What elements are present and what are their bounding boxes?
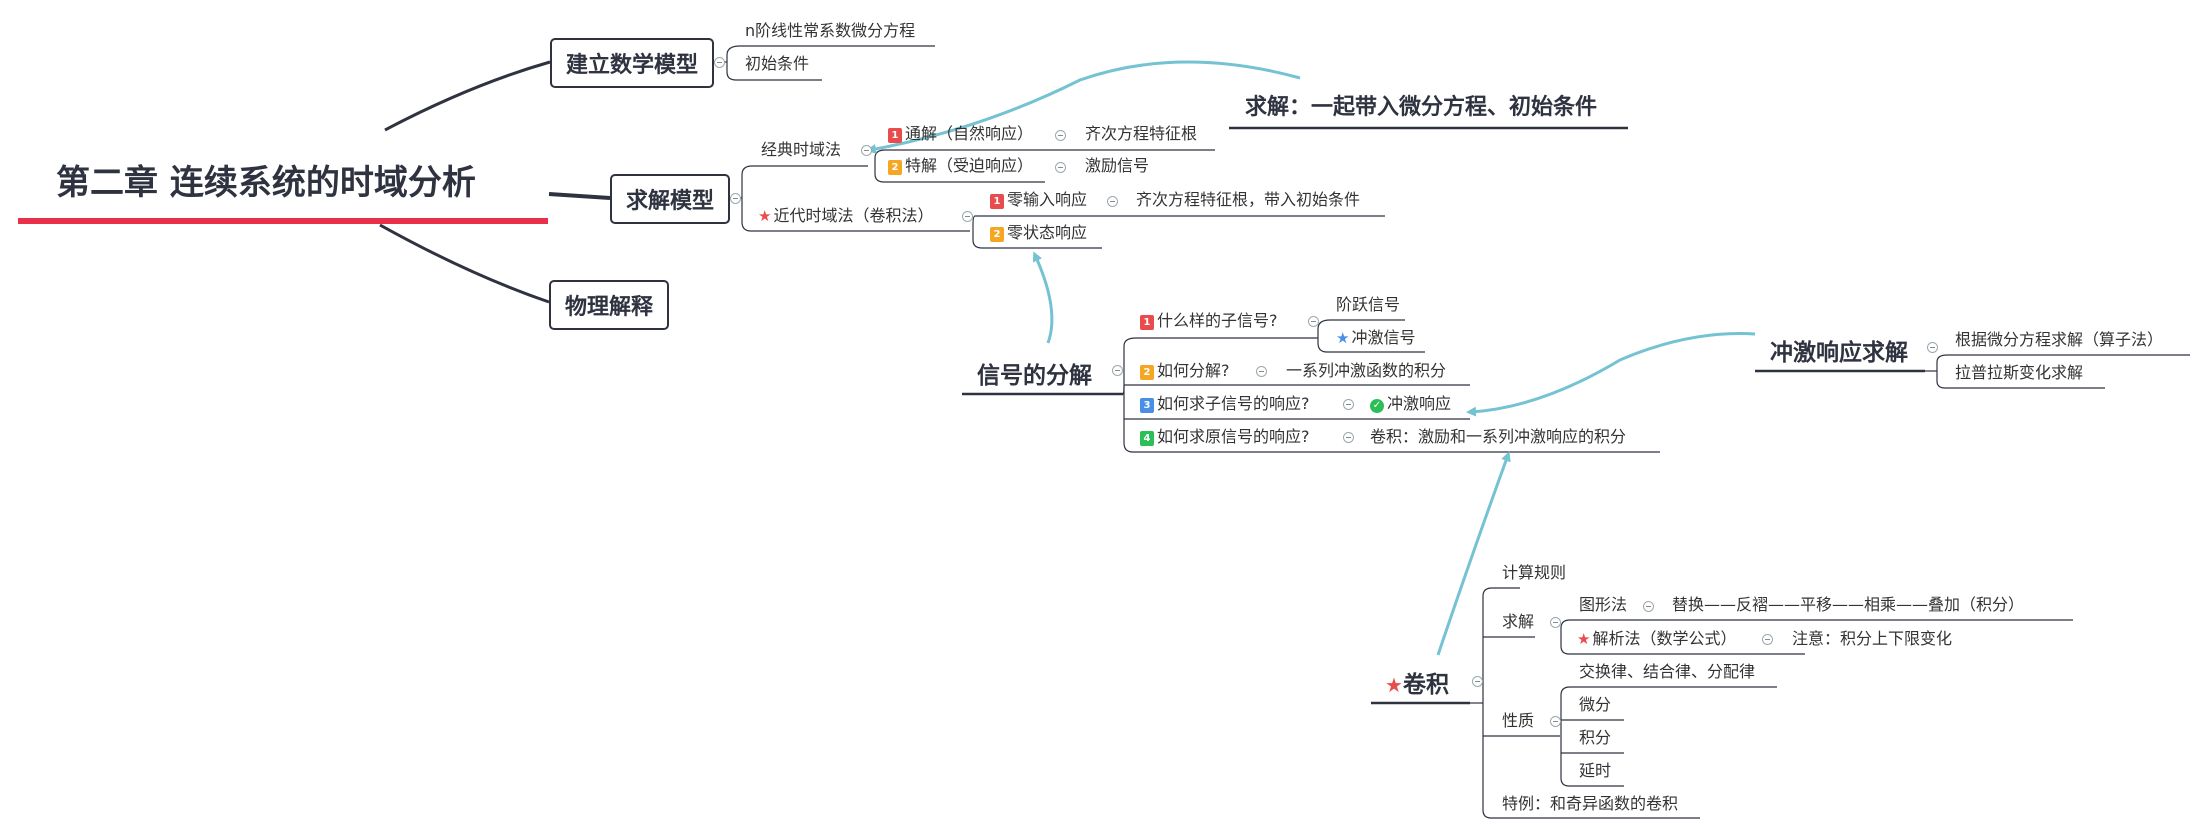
node-classic-method[interactable]: 经典时域法	[761, 140, 842, 159]
relation-conv-to-integral	[1436, 451, 1511, 656]
collapse-icon[interactable]	[1472, 676, 1483, 687]
node-differential-equation[interactable]: n阶线性常系数微分方程	[745, 21, 916, 40]
priority-1-icon: 1	[1140, 315, 1154, 330]
collapse-icon[interactable]	[1550, 716, 1561, 727]
node-special-case[interactable]: 特例：和奇异函数的卷积	[1502, 794, 1679, 813]
node-calc-rules[interactable]: 计算规则	[1502, 563, 1567, 582]
priority-1-icon: 1	[990, 194, 1004, 209]
collapse-icon[interactable]	[1762, 634, 1773, 645]
collapse-icon[interactable]	[1107, 196, 1118, 207]
star-icon: ★	[1577, 630, 1591, 648]
label: 特解（受迫响应）	[905, 156, 1034, 175]
floating-signal-decomposition[interactable]: 信号的分解	[977, 363, 1092, 389]
node-step-signal[interactable]: 阶跃信号	[1336, 295, 1401, 314]
label: 如何分解?	[1157, 361, 1230, 380]
node-integral-limits[interactable]: 注意：积分上下限变化	[1792, 629, 1953, 648]
priority-4-icon: 4	[1140, 431, 1154, 446]
priority-2-icon: 2	[888, 160, 902, 175]
collapse-icon[interactable]	[1112, 365, 1123, 376]
collapse-icon[interactable]	[730, 193, 741, 204]
collapse-icon[interactable]	[714, 57, 725, 68]
node-delay[interactable]: 延时	[1579, 761, 1612, 780]
collapse-icon[interactable]	[1343, 432, 1354, 443]
node-modern-method[interactable]: ★近代时域法（卷积法）	[758, 205, 933, 227]
collapse-icon[interactable]	[1055, 130, 1066, 141]
label: 近代时域法（卷积法）	[773, 206, 934, 225]
node-properties[interactable]: 性质	[1502, 711, 1535, 730]
label: 零输入响应	[1007, 190, 1088, 209]
root-to-physics-line	[379, 223, 550, 304]
branch-solve-model[interactable]: 求解模型	[610, 174, 730, 224]
priority-3-icon: 3	[1140, 398, 1154, 413]
priority-2-icon: 2	[1140, 365, 1154, 380]
node-graphic-method[interactable]: 图形法	[1579, 595, 1628, 614]
star-icon: ★	[758, 207, 772, 225]
collapse-icon[interactable]	[1643, 601, 1654, 612]
collapse-icon[interactable]	[1308, 316, 1319, 327]
node-differential[interactable]: 微分	[1579, 695, 1612, 714]
priority-2-icon: 2	[990, 227, 1004, 242]
collapse-icon[interactable]	[1927, 342, 1938, 353]
root-to-solve-line	[548, 192, 611, 200]
collapse-icon[interactable]	[962, 211, 973, 222]
root-topic[interactable]: 第二章 连续系统的时域分析	[56, 163, 476, 203]
star-icon: ★	[1385, 673, 1403, 697]
label: 通解（自然响应）	[905, 124, 1034, 143]
node-graphic-steps[interactable]: 替换——反褶——平移——相乘——叠加（积分）	[1672, 595, 2025, 614]
node-laplace-method[interactable]: 拉普拉斯变化求解	[1955, 363, 2084, 382]
node-impulse-integral[interactable]: 一系列冲激函数的积分	[1286, 361, 1447, 380]
branch-build-model[interactable]: 建立数学模型	[550, 38, 714, 88]
label: 冲激信号	[1351, 328, 1416, 347]
collapse-icon[interactable]	[1055, 162, 1066, 173]
collapse-icon[interactable]	[1256, 366, 1267, 377]
label: 卷积	[1402, 672, 1449, 698]
label: 冲激响应	[1387, 394, 1452, 413]
label: 零状态响应	[1007, 223, 1088, 242]
collapse-icon[interactable]	[1343, 399, 1354, 410]
branch-physics[interactable]: 物理解释	[549, 280, 669, 330]
node-impulse-signal[interactable]: ★冲激信号	[1336, 327, 1415, 349]
priority-1-icon: 1	[888, 128, 902, 143]
node-conv-solve[interactable]: 求解	[1502, 612, 1535, 631]
node-initial-conditions[interactable]: 初始条件	[745, 54, 810, 73]
label: 什么样的子信号?	[1157, 311, 1278, 330]
floating-convolution[interactable]: ★卷积	[1385, 665, 1449, 699]
check-icon: ✓	[1370, 399, 1384, 413]
root-underline	[18, 218, 548, 224]
label: 解析法（数学公式）	[1592, 629, 1737, 648]
label: 如何求子信号的响应?	[1157, 394, 1310, 413]
star-icon: ★	[1336, 329, 1350, 347]
collapse-icon[interactable]	[1550, 617, 1561, 628]
node-convolution-definition[interactable]: 卷积：激励和一系列冲激响应的积分	[1370, 427, 1627, 446]
node-zero-input-detail[interactable]: 齐次方程特征根，带入初始条件	[1136, 190, 1361, 209]
floating-impulse-solving[interactable]: 冲激响应求解	[1770, 340, 1908, 366]
label: 如何求原信号的响应?	[1157, 427, 1310, 446]
root-to-model-line	[384, 60, 551, 132]
node-integral[interactable]: 积分	[1579, 728, 1612, 747]
relation-decomp-to-zerostate	[1032, 251, 1054, 344]
node-excitation[interactable]: 激励信号	[1085, 156, 1150, 175]
node-algebraic-laws[interactable]: 交换律、结合律、分配律	[1579, 662, 1756, 681]
node-impulse-response[interactable]: ✓冲激响应	[1370, 393, 1451, 415]
floating-solve-note[interactable]: 求解：一起带入微分方程、初始条件	[1245, 95, 1598, 120]
collapse-icon[interactable]	[861, 145, 872, 156]
relation-impulse-to-response	[1466, 332, 1756, 417]
node-char-roots[interactable]: 齐次方程特征根	[1085, 124, 1198, 143]
node-operator-method[interactable]: 根据微分方程求解（算子法）	[1955, 330, 2164, 349]
node-analytic-method[interactable]: ★解析法（数学公式）	[1577, 628, 1736, 650]
